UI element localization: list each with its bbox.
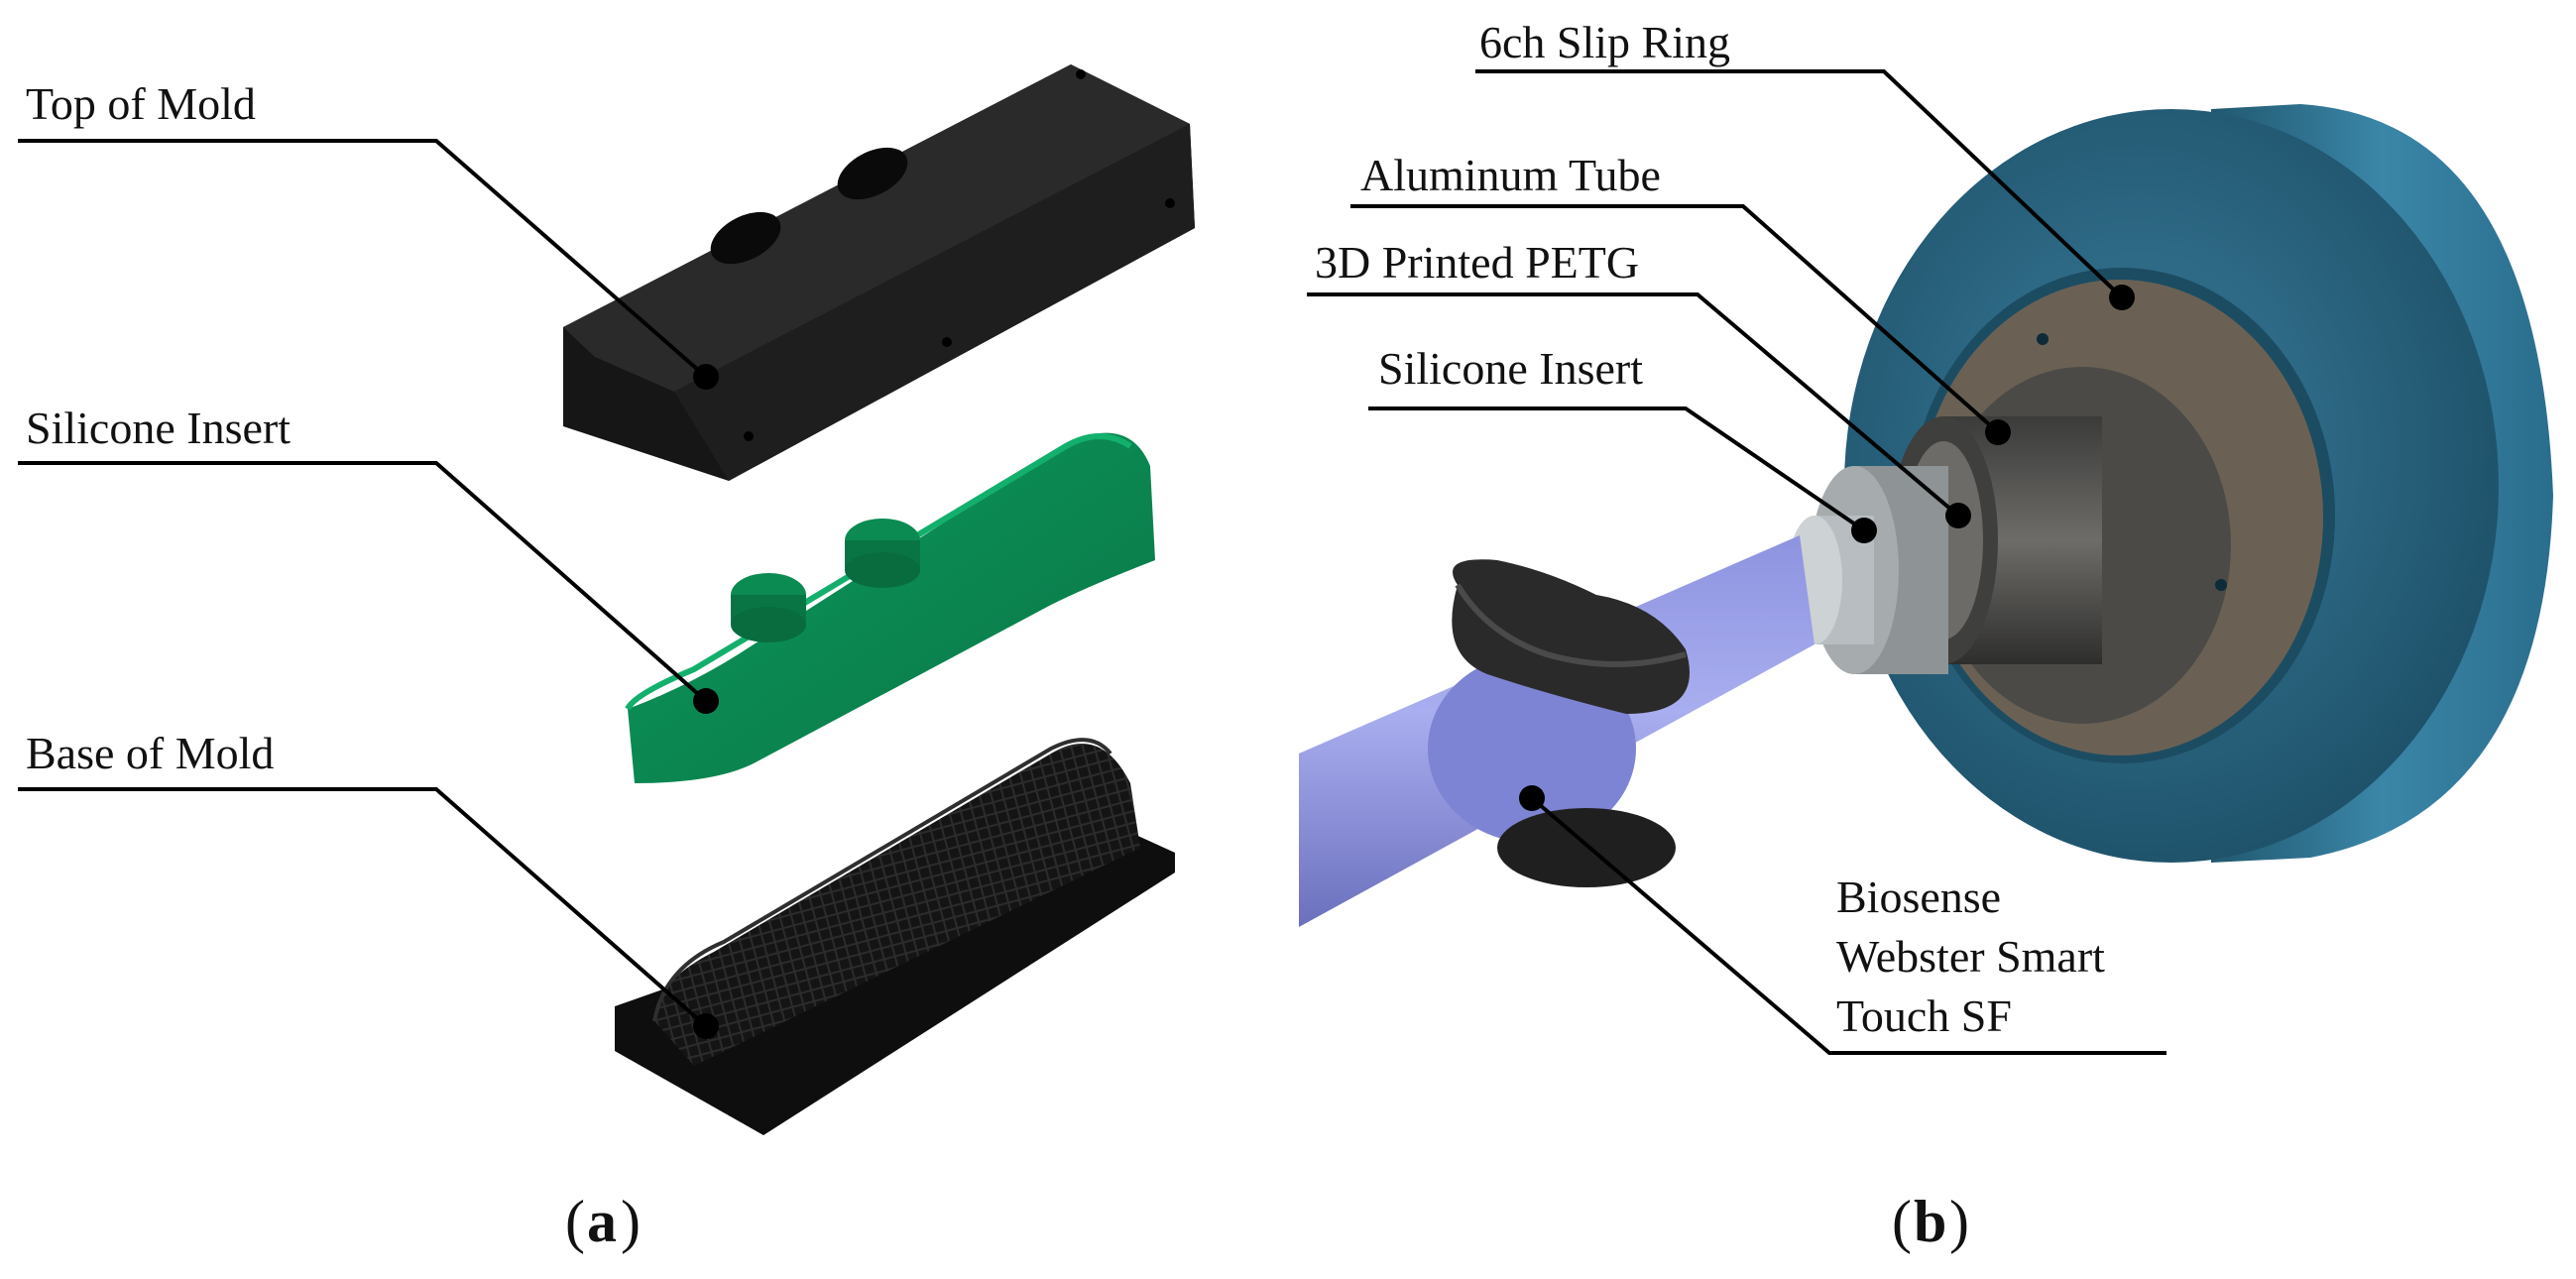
label-slip-ring: 6ch Slip Ring (1479, 17, 1730, 67)
label-top-of-mold: Top of Mold (26, 78, 256, 129)
silicone-insert-shape (625, 432, 1155, 783)
leader-top-of-mold (18, 139, 708, 379)
leader-dot-petg (1945, 503, 1971, 528)
label-petg: 3D Printed PETG (1315, 237, 1639, 288)
catheter-knob-shape (1452, 559, 1690, 887)
leader-dot-base-of-mold (693, 1013, 719, 1039)
label-catheter-line3: Touch SF (1836, 990, 2012, 1041)
leader-slip-ring (1475, 69, 2124, 299)
caption-b-close: ) (1949, 1189, 1969, 1254)
leader-catheter (1530, 796, 2166, 1055)
leader-silicone-insert-a (18, 461, 708, 703)
panel-b: 6ch Slip Ring Aluminum Tube 3D Printed P… (1299, 17, 2553, 1254)
caption-a-open: ( (565, 1189, 585, 1254)
panel-a: Top of Mold Silicone Insert Base of Mold… (18, 64, 1195, 1254)
label-aluminum-tube: Aluminum Tube (1360, 150, 1661, 200)
caption-b-open: ( (1892, 1189, 1912, 1254)
caption-a-close: ) (621, 1189, 641, 1254)
top-of-mold-shape (563, 64, 1195, 481)
label-base-of-mold: Base of Mold (26, 728, 274, 778)
label-catheter-line2: Webster Smart (1836, 931, 2105, 982)
leader-base-of-mold (18, 787, 708, 1028)
label-silicone-insert-a: Silicone Insert (26, 403, 291, 453)
leader-dot-silicone-insert-b (1851, 518, 1877, 543)
label-silicone-insert-b: Silicone Insert (1378, 343, 1643, 394)
base-of-mold-shape (615, 738, 1175, 1135)
leader-dot-catheter (1519, 785, 1545, 811)
leader-dot-aluminum-tube (1985, 419, 2011, 445)
caption-b-letter: b (1914, 1189, 1946, 1254)
leader-petg (1307, 292, 1960, 518)
leader-dot-silicone-insert-a (693, 688, 719, 714)
leader-silicone-insert-b (1368, 407, 1866, 532)
leader-aluminum-tube (1350, 204, 2000, 434)
caption-a-letter: a (587, 1189, 617, 1254)
leader-dot-top-of-mold (693, 364, 719, 390)
label-catheter-line1: Biosense (1836, 872, 2001, 922)
leader-dot-slip-ring (2109, 285, 2135, 310)
